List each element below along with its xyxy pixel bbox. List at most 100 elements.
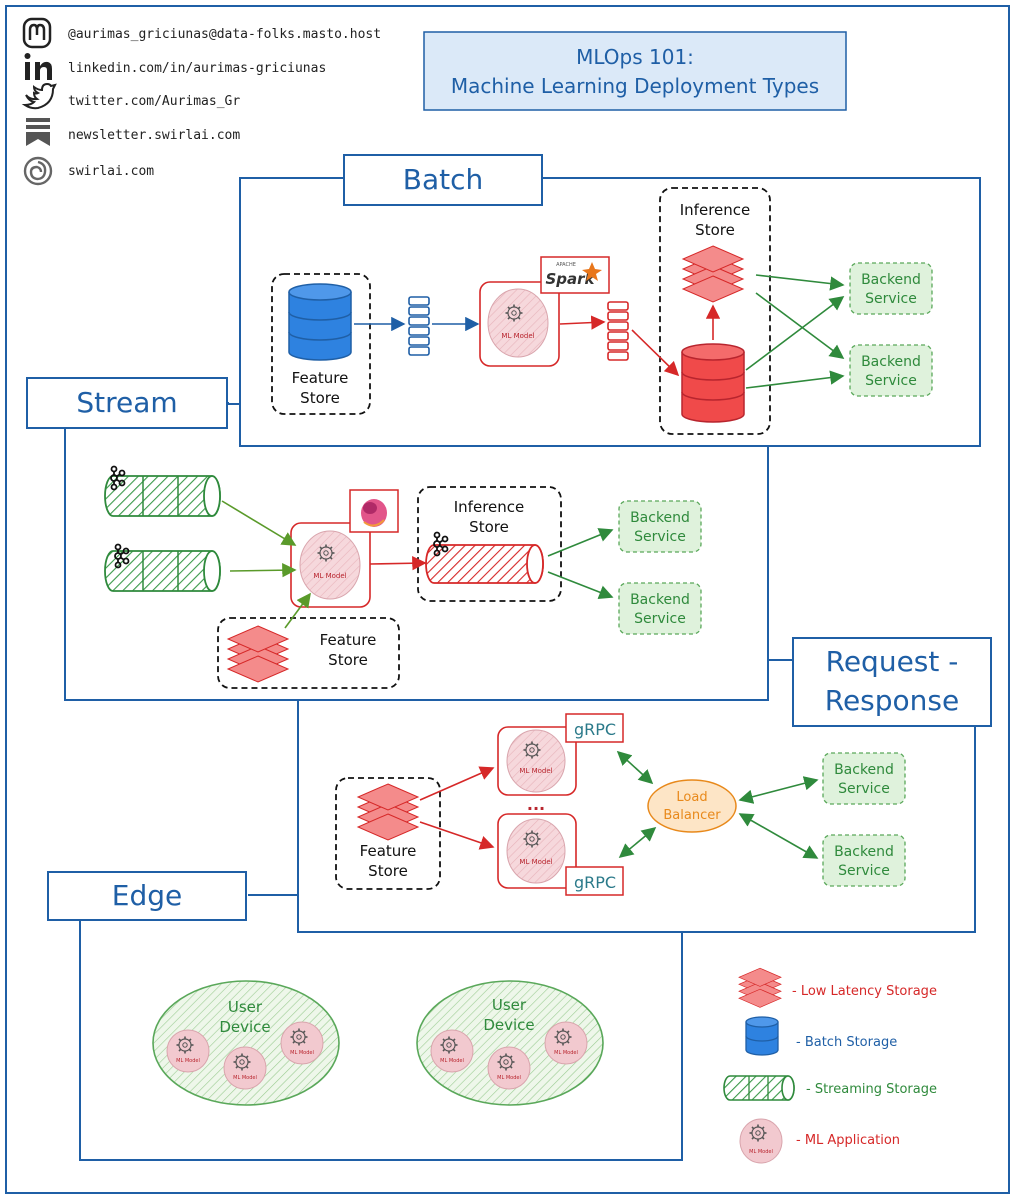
social-swirlai-text[interactable]: swirlai.com: [68, 164, 154, 179]
stream-label: Stream: [76, 386, 177, 419]
request-frame: [297, 659, 976, 933]
ml-model-text: ML Model: [313, 572, 346, 580]
mastodon-icon: [22, 17, 52, 49]
batch-queue-red: [607, 301, 629, 361]
ml-model-text: ML Model: [749, 1149, 773, 1155]
low-latency-storage-icon: [738, 967, 782, 1008]
stream-kafka-topic-2: [104, 543, 221, 592]
user-device-2: User Device ML Model ML Model ML Model: [416, 980, 604, 1106]
batch-storage-icon: [745, 1016, 779, 1056]
stream-feature-label: Feature: [320, 631, 377, 649]
request-feature-store: Feature Store: [335, 777, 441, 890]
batch-inference-label: Inference: [680, 201, 751, 219]
user-device-1: User Device ML Model ML Model ML Model: [152, 980, 340, 1106]
stream-backend-service-1: Backend Service: [618, 500, 702, 553]
legend-batch-text: - Batch Storage: [796, 1035, 897, 1050]
batch-inference-store-label: Store: [695, 221, 735, 239]
ml-model-text: ML Model: [501, 332, 534, 340]
request-ml-model-2: ML Model: [497, 813, 577, 889]
service-text: Service: [838, 781, 890, 797]
ml-model-text: ML Model: [497, 1075, 521, 1081]
social-linkedin-text[interactable]: linkedin.com/in/aurimas-griciunas: [68, 61, 326, 76]
stream-inference-store-label: Store: [469, 518, 509, 536]
title-line1: MLOps 101:: [576, 45, 694, 69]
swirlai-icon: [23, 156, 53, 186]
batch-ml-model: ML Model: [479, 281, 560, 367]
batch-label: Batch: [403, 163, 484, 196]
batch-label-box: [343, 154, 543, 206]
stream-ml-model: ML Model: [290, 522, 371, 608]
batch-backend-service-1: Backend Service: [849, 262, 933, 315]
social-mastodon-text[interactable]: @aurimas_griciunas@data-folks.masto.host: [68, 27, 381, 42]
stream-arrows: [221, 500, 614, 629]
spark-logo: APACHE Spark: [540, 256, 610, 294]
twitter-icon: [21, 82, 57, 110]
batch-feature-label: Feature: [292, 369, 349, 387]
load-balancer: Load Balancer: [647, 779, 737, 833]
ml-model-text: ML Model: [233, 1075, 257, 1081]
request-label-line2: Response: [825, 684, 959, 717]
balancer-text: Balancer: [663, 808, 721, 823]
service-text: Service: [865, 373, 917, 389]
stream-backend-service-2: Backend Service: [618, 582, 702, 635]
request-backend-service-2: Backend Service: [822, 834, 906, 887]
service-text: Service: [865, 291, 917, 307]
stream-label-box: [26, 377, 228, 429]
ml-model-text: ML Model: [290, 1050, 314, 1056]
batch-inference-store: Inference Store: [659, 187, 771, 435]
grpc-logo-2: gRPC: [565, 866, 624, 896]
request-ml-model-1: ML Model: [497, 726, 577, 796]
backend-text: Backend: [630, 592, 690, 608]
ml-application-icon: ML Model: [739, 1118, 783, 1164]
social-newsletter-text[interactable]: newsletter.swirlai.com: [68, 128, 240, 143]
linkedin-icon: [24, 53, 52, 80]
legend-ml-application-text: - ML Application: [796, 1133, 900, 1148]
title-line2: Machine Learning Deployment Types: [451, 74, 819, 98]
newsletter-icon: [26, 118, 50, 146]
request-feature-label: Feature: [360, 842, 417, 860]
stream-feature-store: Feature Store: [217, 617, 400, 689]
ml-model-text: ML Model: [176, 1058, 200, 1064]
edge-label: Edge: [112, 879, 182, 912]
batch-arrows: [354, 274, 845, 389]
grpc-logo-1: gRPC: [565, 713, 624, 743]
red-database-icon: [681, 343, 745, 423]
legend: - Low Latency Storage - Batch Storage - …: [723, 967, 937, 1164]
user-text: User: [492, 996, 527, 1014]
ellipsis: ...: [527, 795, 545, 814]
load-text: Load: [676, 790, 707, 805]
service-text: Service: [838, 863, 890, 879]
batch-store-label: Store: [300, 389, 340, 407]
backend-text: Backend: [630, 510, 690, 526]
request-label-box: [792, 637, 992, 727]
edge-frame: [79, 894, 683, 1161]
service-text: Service: [634, 611, 686, 627]
stream-kafka-topic-1: [104, 465, 221, 517]
stream-inference-store: Inference Store: [417, 486, 562, 602]
streaming-storage-icon: [723, 1075, 795, 1101]
apache-text: APACHE: [556, 262, 576, 268]
backend-text: Backend: [861, 354, 921, 370]
device-text: Device: [219, 1018, 270, 1036]
flink-logo: [349, 489, 399, 533]
backend-text: Backend: [834, 762, 894, 778]
grpc-text: gRPC: [574, 720, 616, 739]
request-backend-service-1: Backend Service: [822, 752, 906, 805]
user-text: User: [228, 998, 263, 1016]
backend-text: Backend: [834, 844, 894, 860]
batch-backend-service-2: Backend Service: [849, 344, 933, 397]
ml-model-text: ML Model: [554, 1050, 578, 1056]
batch-frame: [239, 177, 981, 447]
outer-frame: [5, 5, 1010, 1194]
social-links: @aurimas_griciunas@data-folks.masto.host…: [21, 17, 381, 186]
batch-feature-store: Feature Store: [271, 273, 371, 415]
batch-queue-blue: [408, 296, 430, 356]
grpc-text: gRPC: [574, 873, 616, 892]
service-text: Service: [634, 529, 686, 545]
ml-model-text: ML Model: [519, 767, 552, 775]
ml-model-text: ML Model: [440, 1058, 464, 1064]
device-text: Device: [483, 1016, 534, 1034]
social-twitter-text[interactable]: twitter.com/Aurimas_Gr: [68, 94, 240, 109]
batch-storage-icon: [288, 283, 352, 361]
